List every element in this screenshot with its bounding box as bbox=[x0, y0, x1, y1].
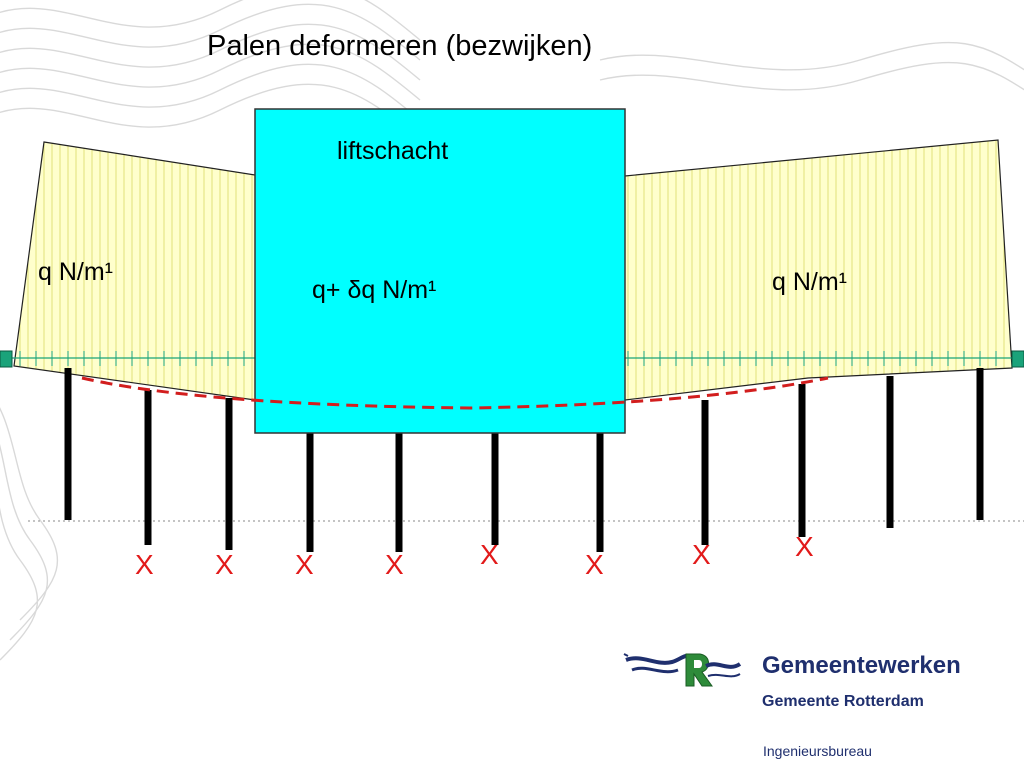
left-load-label: q N/m¹ bbox=[38, 258, 113, 286]
lift-shaft bbox=[254, 108, 626, 434]
municipality-name: Gemeente Rotterdam bbox=[762, 693, 924, 710]
shaft-load-label: q+ δq N/m¹ bbox=[312, 276, 437, 304]
slide-title: Palen deformeren (bezwijken) bbox=[207, 30, 593, 62]
right-load-label: q N/m¹ bbox=[772, 268, 847, 296]
failure-mark: X bbox=[295, 549, 314, 580]
failure-mark: X bbox=[385, 549, 404, 580]
rotterdam-r-logo-icon bbox=[623, 653, 742, 687]
lift-shaft-label: liftschacht bbox=[337, 137, 449, 165]
failure-mark: X bbox=[135, 549, 154, 580]
organization-name: Gemeentewerken bbox=[762, 652, 961, 679]
failure-mark: X bbox=[795, 531, 814, 562]
failure-mark: X bbox=[585, 549, 604, 580]
department-name: Ingenieursbureau bbox=[763, 743, 872, 759]
failure-mark: X bbox=[480, 539, 499, 570]
deflection-curve bbox=[81, 376, 829, 410]
failure-mark: X bbox=[215, 549, 234, 580]
beam-ticks bbox=[19, 351, 997, 366]
failure-mark: X bbox=[692, 539, 711, 570]
background-wave-decoration bbox=[0, 0, 1024, 661]
